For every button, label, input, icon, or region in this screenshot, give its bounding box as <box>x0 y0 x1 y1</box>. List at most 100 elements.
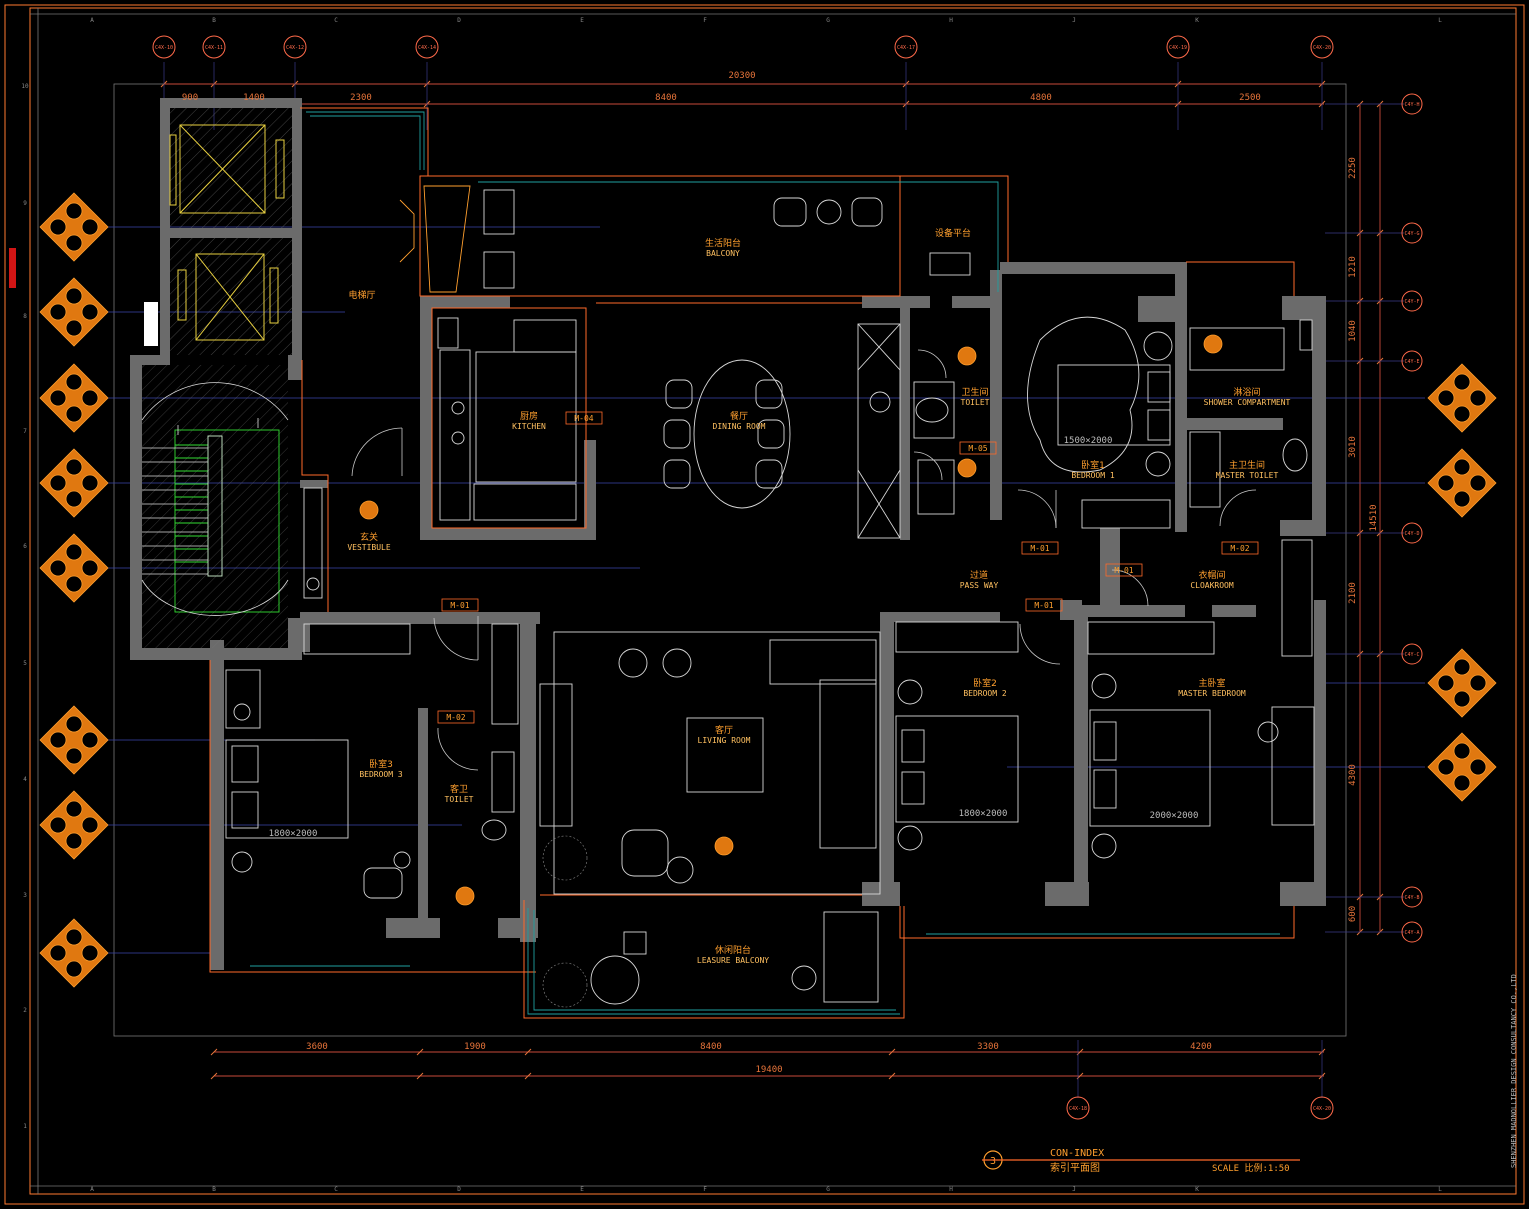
axis-bubble <box>1401 643 1423 665</box>
title-name: 索引平面图 <box>1050 1161 1100 1174</box>
axis-bubble <box>415 35 439 59</box>
room-label-bedroom2: 卧室2 <box>973 677 997 689</box>
room-label-bedroom3: 卧室3 <box>369 758 393 770</box>
dim-top: 2300 <box>350 93 372 103</box>
bed-size-label: 1800×2000 <box>959 809 1008 819</box>
grid-number: 1 <box>23 1123 27 1130</box>
elevation-index <box>957 346 977 366</box>
dim-bottom: 8400 <box>700 1042 722 1052</box>
axis-bubble <box>1401 921 1423 943</box>
grid-letter: A <box>90 17 94 24</box>
index-marker <box>39 277 109 347</box>
room-label-leisure: 休闲阳台 <box>715 944 751 956</box>
index-marker <box>1427 448 1497 518</box>
dim-right-total: 14510 <box>1369 504 1379 531</box>
grid-letter: C <box>334 17 338 24</box>
index-marker <box>39 918 109 988</box>
axis-bubble <box>1401 522 1423 544</box>
axis-label: C4X-12 <box>286 45 304 51</box>
index-marker <box>1427 648 1497 718</box>
drawing-frame <box>4 4 1525 1205</box>
axis-label: C4Y-C <box>1404 652 1419 658</box>
axis-bubble <box>894 35 918 59</box>
red-stamp <box>9 248 16 288</box>
elevation-index <box>359 500 379 520</box>
elevation-index <box>455 886 475 906</box>
grid-letter: J <box>1072 1186 1076 1193</box>
axis-label: C4Y-D <box>1404 531 1419 537</box>
door-tag: M-01 <box>1030 544 1049 553</box>
door-swings <box>351 349 1257 771</box>
grid-letter: G <box>826 17 830 24</box>
axis-label: C4X-19 <box>1169 45 1187 51</box>
axis-bubble <box>1310 35 1334 59</box>
room-label-shower: 淋浴间 <box>1233 386 1260 398</box>
door-tag: M-04 <box>574 414 593 423</box>
door-tag-box <box>441 598 479 612</box>
glass-lines <box>250 111 1280 1015</box>
axis-label: C4Y-G <box>1404 231 1419 237</box>
dim-right: 1040 <box>1348 320 1358 342</box>
elevator-shafts <box>142 108 292 648</box>
room-label-toilet: 卫生间 <box>961 386 988 398</box>
door-tag: M-01 <box>450 601 469 610</box>
grid-letter: D <box>457 17 461 24</box>
dimension-lines <box>164 83 1381 1077</box>
room-label-en-toilet2: TOILET <box>445 795 474 804</box>
entry-doors <box>399 185 471 293</box>
grid-number: 3 <box>23 892 27 899</box>
room-label-en-bedroom3: BEDROOM 3 <box>359 770 403 779</box>
room-label-en-living: LIVING ROOM <box>698 736 751 745</box>
grid-number: 9 <box>23 200 27 207</box>
dim-top: 900 <box>182 93 198 103</box>
company-side-text: SHENZHEN MADNOLLIER DESIGN CONSULTANCY C… <box>1510 974 1518 1168</box>
wall-outlines <box>209 107 1295 1019</box>
axis-label: C4X-20 <box>1313 45 1331 51</box>
dim-right: 600 <box>1348 906 1358 922</box>
dim-top-total: 20300 <box>728 71 755 81</box>
room-label-kitchen: 厨房 <box>520 410 538 422</box>
room-label-en-leisure: LEASURE BALCONY <box>697 956 769 965</box>
door-tag-box <box>1025 598 1063 612</box>
axis-label: C4X-10 <box>155 45 173 51</box>
grid-number: 8 <box>23 313 27 320</box>
index-marker <box>1427 363 1497 433</box>
axis-bubble <box>283 35 307 59</box>
index-markers <box>39 192 1497 988</box>
room-label-en-toilet: TOILET <box>961 398 990 407</box>
dim-bottom: 3600 <box>306 1042 328 1052</box>
dim-right: 1210 <box>1348 256 1358 278</box>
bed-size-label: 1500×2000 <box>1064 436 1113 446</box>
index-marker <box>39 363 109 433</box>
room-label-balcony: 生活阳台 <box>705 237 741 249</box>
axis-bubble <box>1401 350 1423 372</box>
index-marker <box>39 705 109 775</box>
axis-bubble <box>1066 1096 1090 1120</box>
index-marker <box>39 533 109 603</box>
grid-letter: E <box>580 1186 584 1193</box>
door-tag: M-02 <box>1230 544 1249 553</box>
title-code: CON-INDEX <box>1050 1148 1104 1159</box>
room-label-cloakroom: 衣帽间 <box>1198 569 1225 581</box>
axis-bubble <box>152 35 176 59</box>
room-label-en-shower: SHOWER COMPARTMENT <box>1204 398 1291 407</box>
grid-number: 2 <box>23 1007 27 1014</box>
grid-letter: L <box>1438 17 1442 24</box>
title-scale: SCALE 比例:1:50 <box>1212 1162 1290 1174</box>
axis-label: C4X-20 <box>1313 1106 1331 1112</box>
grid-number: 10 <box>21 83 29 90</box>
axis-bubble <box>1310 1096 1334 1120</box>
axis-label: C4X-14 <box>418 45 436 51</box>
room-label-en-master-bedroom: MASTER BEDROOM <box>1178 689 1246 698</box>
elevation-index <box>957 458 977 478</box>
room-label-en-kitchen: KITCHEN <box>512 422 546 431</box>
door-tag-box <box>959 441 997 455</box>
room-label-en-bedroom2: BEDROOM 2 <box>963 689 1007 698</box>
room-label-toilet2: 客卫 <box>450 783 468 795</box>
walls <box>130 98 1326 970</box>
axis-label: C4Y-B <box>1404 895 1419 901</box>
index-marker <box>39 192 109 262</box>
grid-letter: C <box>334 1186 338 1193</box>
